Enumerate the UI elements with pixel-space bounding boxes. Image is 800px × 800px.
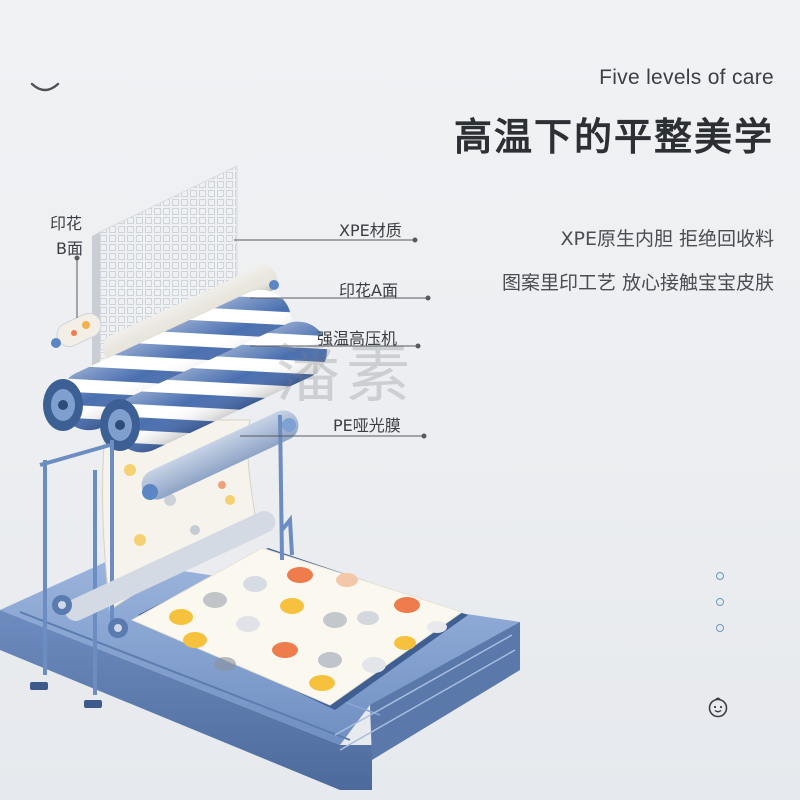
finished-mat bbox=[130, 547, 468, 710]
dot-icon bbox=[716, 598, 724, 606]
smile-icon bbox=[30, 82, 60, 92]
feature-description-1: XPE原生内胆 拒绝回收料 bbox=[560, 228, 774, 250]
label-print-b-line1: 印花 bbox=[50, 214, 83, 233]
dot-icon bbox=[716, 624, 724, 632]
label-xpe-material: XPE材质 bbox=[339, 221, 402, 240]
print-b-roll bbox=[51, 312, 102, 348]
label-pe-film: PE哑光膜 bbox=[333, 416, 401, 435]
press-rollers bbox=[43, 289, 327, 453]
lower-rollers bbox=[52, 511, 276, 638]
feature-description-2: 图案里印工艺 放心接触宝宝皮肤 bbox=[501, 272, 774, 294]
label-print-a-side: 印花A面 bbox=[339, 281, 398, 300]
label-press-machine: 强温高压机 bbox=[317, 329, 398, 348]
baby-face-icon bbox=[708, 697, 728, 718]
dot-icon bbox=[716, 572, 724, 580]
machine-frame bbox=[39, 414, 294, 695]
eyebrow-text: Five levels of care bbox=[599, 66, 774, 89]
label-print-b-line2: B面 bbox=[56, 239, 83, 258]
watermark: 潘素 bbox=[276, 338, 416, 412]
callout-lines bbox=[74, 237, 431, 439]
page-title: 高温下的平整美学 bbox=[453, 115, 774, 159]
pe-film-roll bbox=[141, 410, 299, 500]
